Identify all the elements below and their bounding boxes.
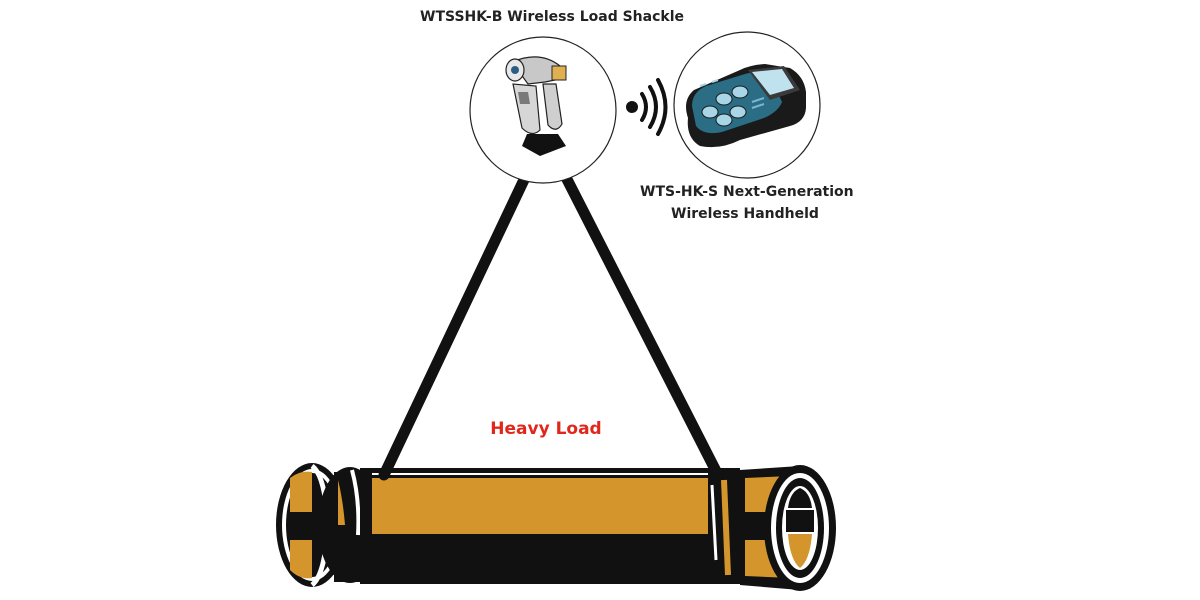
heavy-load-label: Heavy Load <box>490 419 602 439</box>
handheld-icon <box>686 64 806 148</box>
handheld-label-line1: WTS-HK-S Next-Generation <box>640 184 854 200</box>
shackle-label: WTSSHK-B Wireless Load Shackle <box>420 9 684 25</box>
sling-right <box>544 140 724 481</box>
handheld-label-line2: Wireless Handheld <box>671 206 819 222</box>
wireless-signal-icon <box>626 78 668 136</box>
sling-left <box>378 140 546 481</box>
pipe-body <box>360 468 740 584</box>
shackle-icon <box>505 56 567 156</box>
pipe-right-collar <box>708 470 740 582</box>
pipe-right-flange <box>740 465 836 591</box>
handheld-label: WTS-HK-S Next-Generation Wireless Handhe… <box>640 181 854 225</box>
